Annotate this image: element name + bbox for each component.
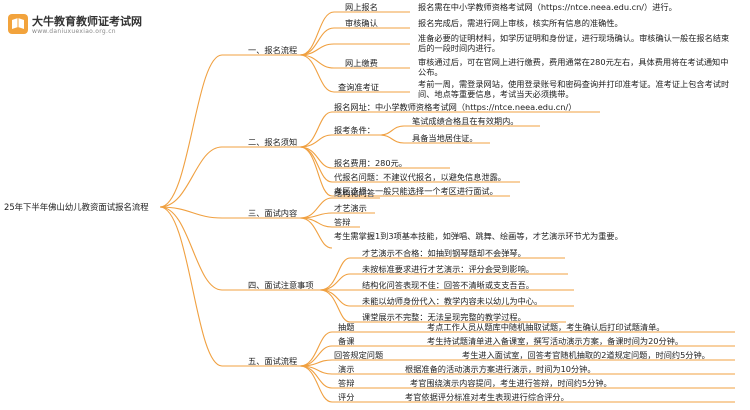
s3-talent-show: 才艺演示 <box>334 203 367 213</box>
root-title: 25年下半年佛山幼儿教资面试报名流程 <box>4 202 149 212</box>
section-title-2: 二、报名须知 <box>248 137 298 147</box>
s3-structured-qa: 结构化问答 <box>334 188 375 198</box>
s4-note-5: 课堂展示不完整：无法呈现完整的教学过程。 <box>362 312 526 322</box>
s5-desc-draw: 考点工作人员从题库中随机抽取试题，考生确认后打印试题清单。 <box>427 322 665 332</box>
s1-desc-materials: 准备必要的证明材料，如学历证明和身份证，进行现场确认。审核确认一般在报名结束后的… <box>418 33 730 53</box>
brand-name: 大牛教育教师证考试网 <box>32 15 142 28</box>
s2-condition-1: 笔试成绩合格且在有效期内。 <box>412 116 519 126</box>
s4-note-1: 才艺演示不合格：如抽到钢琴题却不会弹琴。 <box>362 248 526 258</box>
s4-note-4: 未能以幼师身份代入：教学内容未以幼儿为中心。 <box>362 296 543 306</box>
s1-label-review: 审核确认 <box>345 18 378 28</box>
s1-label-payment: 网上缴费 <box>345 58 378 68</box>
s5-desc-demo: 根据准备的活动演示方案进行演示，时间为10分钟。 <box>405 364 596 374</box>
s2-conditions-label: 报考条件： <box>334 125 375 135</box>
brand-url: www.daniuxuexiao.org.cn <box>32 28 116 35</box>
section-title-3: 三、面试内容 <box>248 208 298 218</box>
s1-label-admission-ticket: 查询准考证 <box>338 82 379 92</box>
section-title-4: 四、面试注意事项 <box>248 280 314 290</box>
s2-signup-url: 报名网址：中小学教师资格考试网（https://ntce.neea.edu.cn… <box>334 102 577 112</box>
s4-note-2: 未按标准要求进行才艺演示：评分会受到影响。 <box>362 264 534 274</box>
s5-label-draw: 抽题 <box>338 322 355 332</box>
s3-defense: 答辩 <box>334 217 351 227</box>
s1-desc-online-signup: 报名需在中小学教师资格考试网（https://ntce.neea.edu.cn/… <box>418 2 677 12</box>
s5-desc-qa: 考官围绕演示内容提问，考生进行答辩，时间约5分钟。 <box>410 378 612 388</box>
s2-proxy-signup: 代报名问题：不建议代报名，以避免信息泄露。 <box>334 172 506 182</box>
s5-label-score: 评分 <box>338 392 355 402</box>
s5-label-questions: 回答规定问题 <box>334 350 384 360</box>
section-title-1: 一、报名流程 <box>248 45 298 55</box>
s1-desc-payment: 审核通过后，可在官网上进行缴费，费用通常在280元左右，具体费用将在考试通知中公… <box>418 57 729 77</box>
s5-label-demo: 演示 <box>338 364 355 374</box>
s2-fee: 报名费用：280元。 <box>334 158 407 168</box>
s1-label-online-signup: 网上报名 <box>345 2 378 12</box>
s5-label-qa: 答辩 <box>338 378 355 388</box>
s4-note-3: 结构化问答表现不佳：回答不清晰或支支吾吾。 <box>362 280 534 290</box>
s2-exam-area: 考区选择：一般只能选择一个考区进行面试。 <box>334 186 498 196</box>
section-title-5: 五、面试流程 <box>248 356 298 366</box>
brand-logo-icon <box>8 14 28 34</box>
s5-desc-score: 考官依据评分标准对考生表现进行综合评分。 <box>405 392 569 402</box>
s1-desc-admission-ticket: 考前一周，需登录网站，使用登录账号和密码查询并打印准考证。准考证上包含考试时间、… <box>418 79 730 99</box>
s5-desc-prepare: 考生持试题清单进入备课室，撰写活动演示方案，备课时间为20分钟。 <box>427 336 684 346</box>
s5-desc-questions: 考生进入面试室，回答考官随机抽取的2道规定问题，时间约5分钟。 <box>462 350 710 360</box>
s1-desc-review: 报名完成后，需进行网上审核，核实所有信息的准确性。 <box>418 18 623 28</box>
s2-condition-2: 具备当地居住证。 <box>412 133 478 143</box>
s5-label-prepare: 备课 <box>338 336 355 346</box>
s3-skills-note: 考生需掌握1到3项基本技能，如弹唱、跳舞、绘画等，才艺演示环节尤为重要。 <box>334 231 623 241</box>
